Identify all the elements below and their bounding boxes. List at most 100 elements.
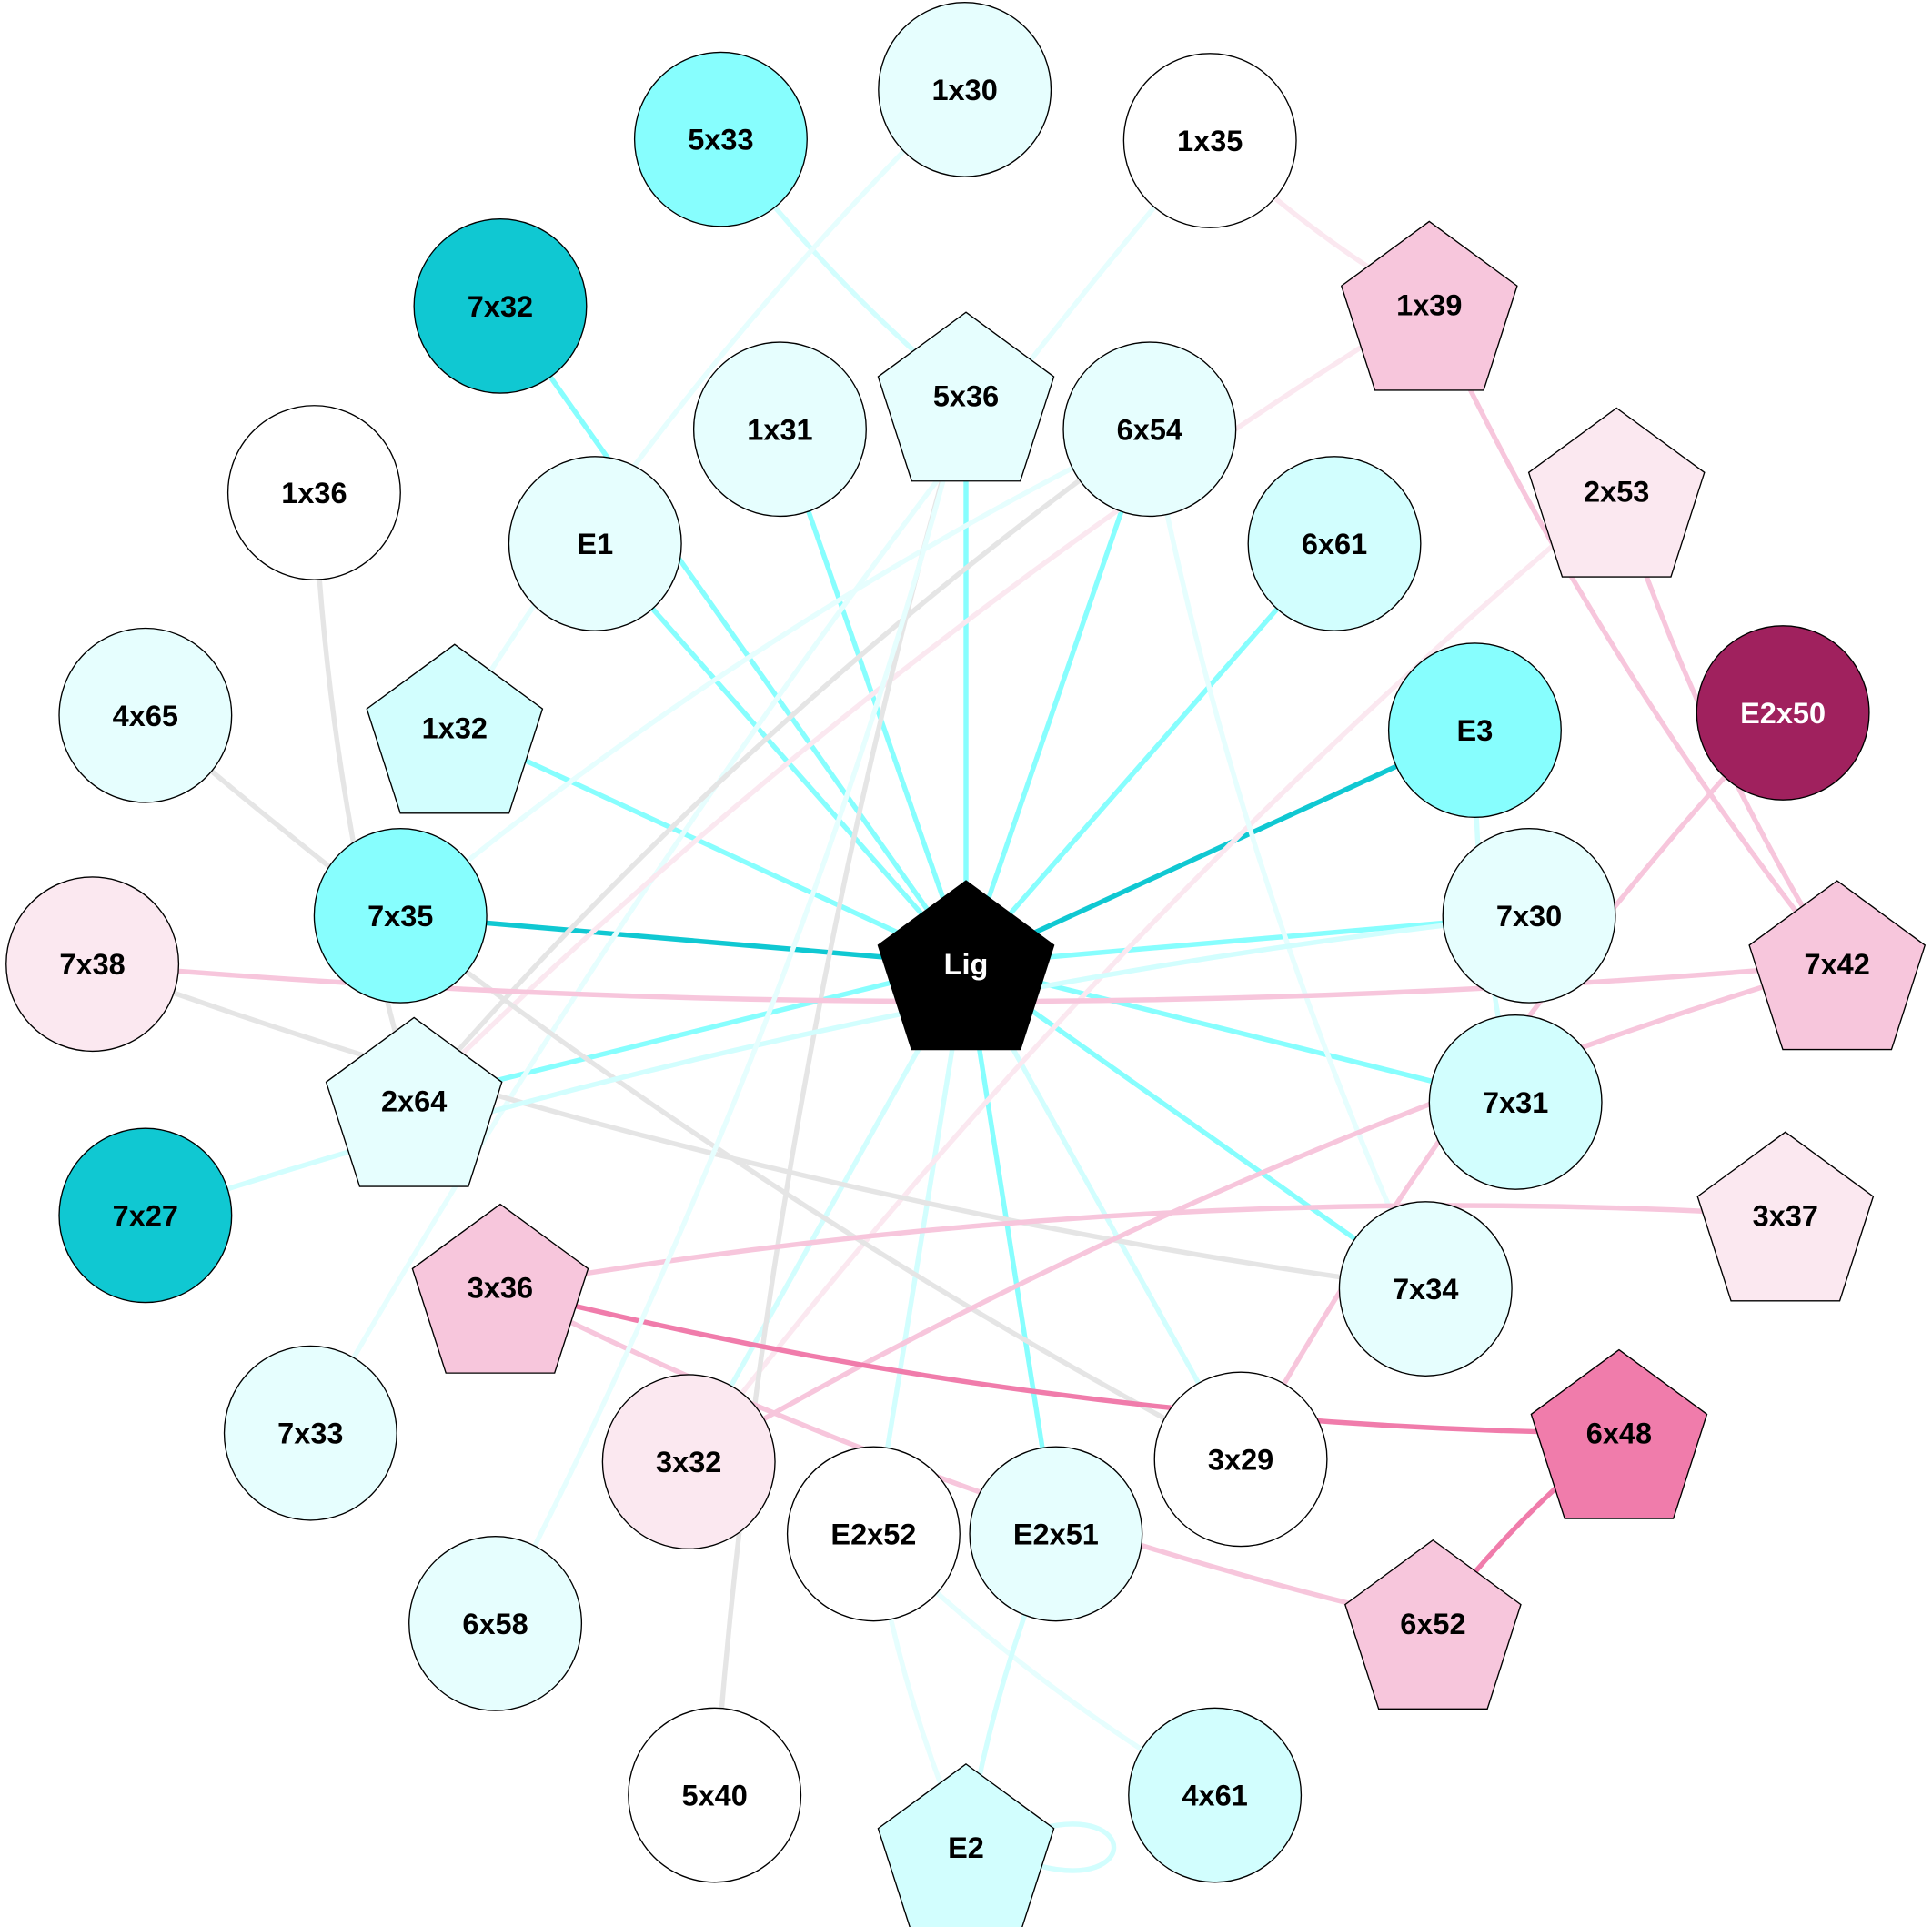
- edge-6x58-5x36: [493, 395, 969, 1625]
- edges-layer: [91, 87, 1839, 1873]
- node-label: E2: [948, 1831, 984, 1864]
- node-label: 7x32: [468, 289, 533, 323]
- node-label: 5x40: [682, 1778, 748, 1811]
- node-3x29[interactable]: 3x29: [1153, 1371, 1328, 1548]
- circle-node-shape: [786, 1446, 961, 1622]
- node-6x58[interactable]: 6x58: [408, 1535, 583, 1711]
- edge-1x30-1x32: [452, 87, 967, 730]
- pentagon-node-shape: [1527, 407, 1706, 578]
- node-7x30[interactable]: 7x30: [1442, 827, 1616, 1004]
- node-Lig[interactable]: Lig: [877, 880, 1055, 1051]
- node-label: 7x34: [1393, 1272, 1458, 1306]
- node-label: 7x35: [367, 899, 433, 933]
- pentagon-node-shape: [1748, 880, 1927, 1051]
- node-3x37[interactable]: 3x37: [1696, 1131, 1875, 1302]
- node-label: E2x52: [830, 1517, 916, 1550]
- circle-node-shape: [878, 2, 1052, 177]
- pentagon-node-shape: [1696, 1131, 1875, 1302]
- node-6x48[interactable]: 6x48: [1530, 1348, 1708, 1519]
- node-2x53[interactable]: 2x53: [1527, 407, 1706, 578]
- node-6x54[interactable]: 6x54: [1062, 341, 1237, 518]
- node-3x36[interactable]: 3x36: [411, 1203, 589, 1374]
- node-E2x51[interactable]: E2x51: [969, 1446, 1143, 1622]
- circle-node-shape: [223, 1345, 397, 1521]
- node-E3[interactable]: E3: [1387, 642, 1562, 819]
- node-label: 5x36: [933, 378, 999, 412]
- node-E2x52[interactable]: E2x52: [786, 1446, 961, 1622]
- node-7x33[interactable]: 7x33: [223, 1345, 397, 1521]
- pentagon-node-shape: [325, 1016, 503, 1187]
- node-7x38[interactable]: 7x38: [5, 876, 180, 1053]
- node-label: 1x35: [1177, 124, 1243, 157]
- edge-3x37-3x36: [499, 1203, 1786, 1290]
- node-label: E3: [1457, 713, 1494, 747]
- node-label: 2x64: [381, 1085, 447, 1118]
- node-7x32[interactable]: 7x32: [413, 217, 588, 394]
- node-1x31[interactable]: 1x31: [692, 341, 867, 518]
- node-E2[interactable]: E2: [877, 1763, 1055, 1927]
- circle-node-shape: [226, 405, 401, 580]
- pentagon-node-shape: [877, 880, 1055, 1051]
- node-label: 7x38: [59, 947, 125, 981]
- node-label: 1x30: [931, 73, 997, 106]
- edge-1x35-7x33: [308, 138, 1213, 1435]
- node-label: 6x48: [1586, 1417, 1652, 1450]
- node-label: 7x33: [277, 1417, 343, 1450]
- node-label: 1x32: [422, 711, 488, 744]
- node-label: 3x36: [468, 1271, 533, 1305]
- node-label: 7x31: [1483, 1085, 1548, 1119]
- node-E2x50[interactable]: E2x50: [1696, 625, 1870, 801]
- circle-node-shape: [1122, 53, 1297, 228]
- node-label: 6x58: [462, 1607, 528, 1640]
- circle-node-shape: [413, 217, 588, 394]
- circle-node-shape: [5, 876, 180, 1053]
- edge-4x65-3x29: [144, 713, 1243, 1462]
- node-3x32[interactable]: 3x32: [601, 1374, 776, 1550]
- node-4x61[interactable]: 4x61: [1128, 1707, 1303, 1883]
- node-7x34[interactable]: 7x34: [1338, 1201, 1513, 1377]
- node-1x39[interactable]: 1x39: [1340, 220, 1518, 391]
- node-4x65[interactable]: 4x65: [58, 627, 233, 803]
- edge-7x38-7x34: [91, 962, 1426, 1292]
- node-1x35[interactable]: 1x35: [1122, 53, 1297, 228]
- node-2x64[interactable]: 2x64: [325, 1016, 503, 1187]
- node-7x42[interactable]: 7x42: [1748, 880, 1927, 1051]
- edge-Lig-7x32: [498, 304, 969, 966]
- node-label: 7x30: [1496, 899, 1562, 933]
- circle-node-shape: [408, 1535, 583, 1711]
- node-5x36[interactable]: 5x36: [877, 311, 1055, 482]
- node-7x27[interactable]: 7x27: [58, 1127, 233, 1304]
- pentagon-node-shape: [877, 1763, 1055, 1927]
- node-7x35[interactable]: 7x35: [313, 827, 488, 1004]
- circle-node-shape: [633, 51, 808, 227]
- circle-node-shape: [1062, 341, 1237, 518]
- node-label: 3x37: [1753, 1198, 1818, 1232]
- node-label: E2x51: [1013, 1517, 1099, 1550]
- node-1x30[interactable]: 1x30: [878, 2, 1052, 177]
- node-1x32[interactable]: 1x32: [366, 643, 544, 814]
- node-E1[interactable]: E1: [508, 456, 682, 631]
- node-6x61[interactable]: 6x61: [1247, 456, 1422, 631]
- circle-node-shape: [1128, 1707, 1303, 1883]
- node-5x33[interactable]: 5x33: [633, 51, 808, 227]
- edge-2x53-3x32: [687, 489, 1618, 1464]
- node-label: 6x54: [1117, 412, 1182, 446]
- circle-node-shape: [628, 1707, 802, 1883]
- edge-1x36-2x64: [311, 492, 417, 1102]
- circle-node-shape: [692, 341, 867, 518]
- circle-node-shape: [1387, 642, 1562, 819]
- node-label: E2x50: [1740, 696, 1826, 730]
- node-6x52[interactable]: 6x52: [1344, 1539, 1522, 1710]
- node-7x31[interactable]: 7x31: [1428, 1014, 1603, 1190]
- edge-3x36-6x48: [499, 1285, 1619, 1436]
- circle-node-shape: [508, 456, 682, 631]
- node-1x36[interactable]: 1x36: [226, 405, 401, 580]
- edge-1x39-2x64: [412, 302, 1431, 1104]
- node-5x40[interactable]: 5x40: [628, 1707, 802, 1883]
- node-label: 5x33: [688, 123, 753, 156]
- circle-node-shape: [1428, 1014, 1603, 1190]
- node-label: 7x42: [1805, 947, 1870, 981]
- node-label: 3x29: [1208, 1442, 1273, 1476]
